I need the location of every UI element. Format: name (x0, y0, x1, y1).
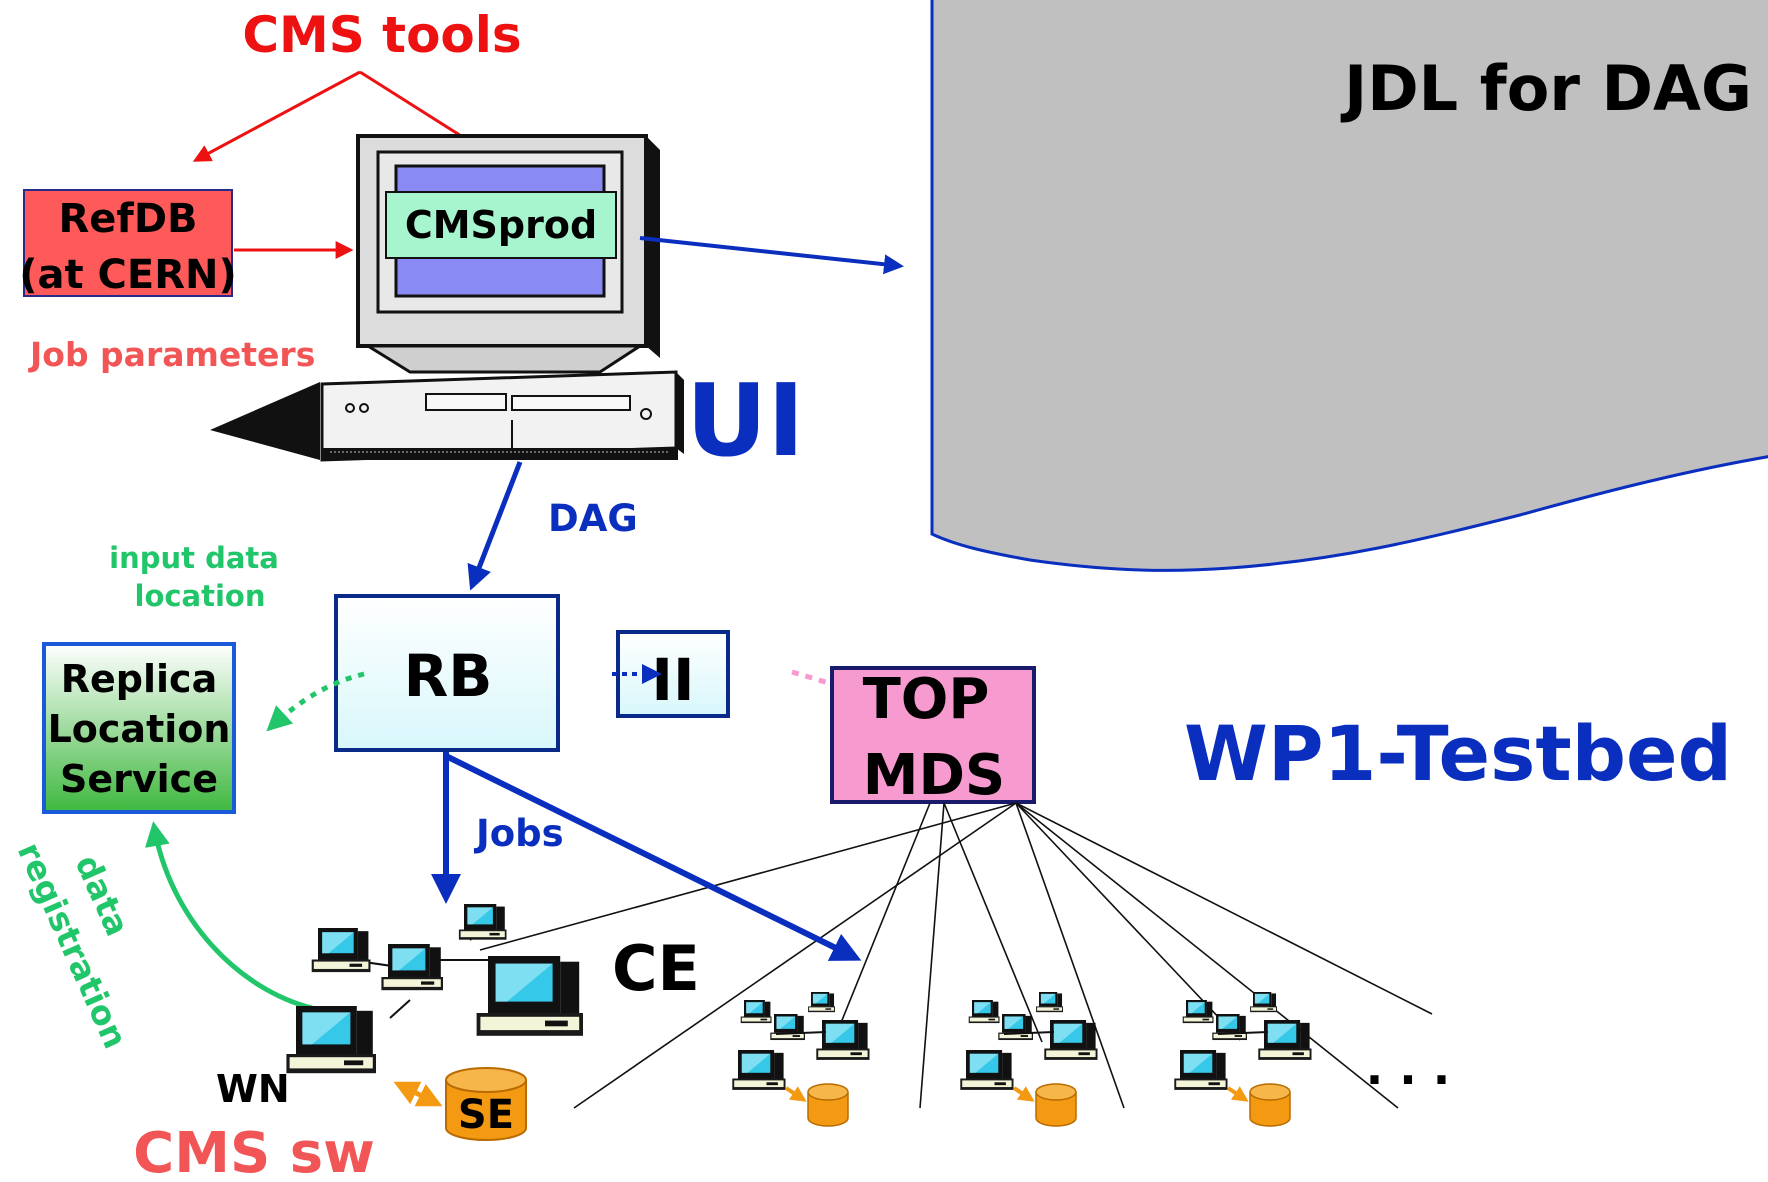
ce-label: CE (612, 932, 700, 1005)
rb-label: RB (404, 642, 493, 710)
input-data-label-line2: location (135, 579, 266, 613)
link-ii-to-mds (791, 669, 833, 687)
refdb-box (23, 189, 233, 297)
rb-box (334, 594, 560, 752)
se-storage (445, 1067, 527, 1141)
rls-label-line1: Replica (61, 657, 217, 701)
wn-label: WN (216, 1067, 290, 1111)
ui-computer (210, 134, 684, 462)
arrow-wn-se (393, 1081, 443, 1107)
input-data-label-line1: input data (109, 541, 279, 575)
remote-site-3 (1174, 992, 1311, 1126)
arrow-rb-to-remote-site (444, 753, 862, 961)
dag-label: DAG (548, 497, 638, 540)
jobs-label: Jobs (473, 812, 564, 855)
jdl-sheet (930, 0, 1768, 572)
cmsprod-box (385, 191, 617, 259)
testbed-label: WP1-Testbed (1184, 709, 1732, 798)
arrow-cmsprod-to-jdl (639, 236, 904, 275)
more-sites-ellipsis: . . . (1366, 1041, 1450, 1095)
top-mds-label-line1: TOP (863, 667, 990, 732)
refdb-label-line1: RefDB (58, 196, 197, 242)
jdl-title: JDL for DAG (1340, 52, 1752, 125)
rls-label-line3: Service (60, 757, 218, 801)
cms-tools-title: CMS tools (242, 6, 521, 64)
cms-sw-label: CMS sw (133, 1121, 375, 1182)
rls-label-line2: Location (48, 707, 231, 751)
cmsprod-label: CMSprod (405, 203, 597, 247)
ii-label: II (651, 646, 694, 714)
rls-box (42, 642, 236, 814)
arrow-cms-tools-to-refdb (192, 70, 361, 162)
ui-label: UI (686, 362, 804, 479)
top-mds-label-line2: MDS (863, 743, 1006, 808)
job-parameters-label: Job parameters (28, 335, 315, 374)
mds-info-links (479, 802, 1433, 1109)
arrow-ui-to-rb (467, 461, 523, 591)
arrow-wn-to-rls (145, 821, 313, 1011)
arrow-rb-to-rls (266, 671, 365, 732)
local-ce-cluster (286, 904, 583, 1074)
refdb-label-line2: (at CERN) (19, 252, 237, 298)
remote-site-1 (732, 992, 869, 1126)
se-label: SE (458, 1092, 514, 1138)
top-mds-box (830, 666, 1036, 804)
